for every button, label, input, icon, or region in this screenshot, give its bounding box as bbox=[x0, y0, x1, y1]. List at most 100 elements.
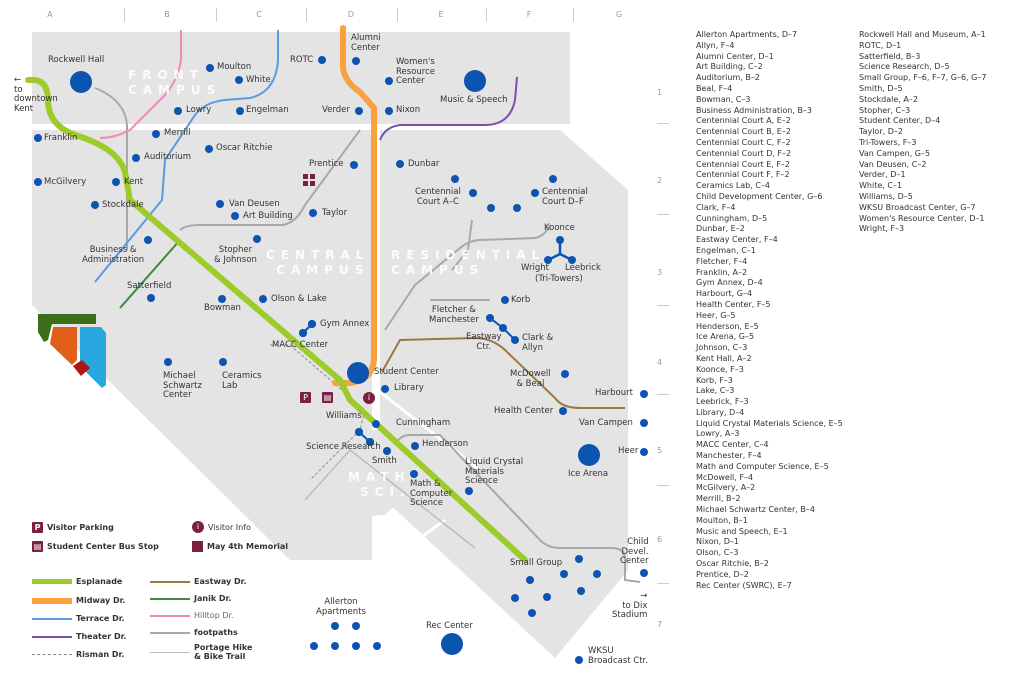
label-taylor[interactable]: Taylor bbox=[322, 208, 348, 218]
index-entry[interactable]: Women's Resource Center, D–1 bbox=[859, 213, 985, 223]
building-marker-rockwell[interactable] bbox=[70, 71, 92, 93]
label-williams[interactable]: Williams bbox=[326, 411, 362, 421]
building-marker-mcdowell[interactable] bbox=[561, 370, 569, 378]
label-korb[interactable]: Korb bbox=[511, 295, 531, 305]
building-marker-mcgilvery[interactable] bbox=[34, 178, 42, 186]
label-bowman[interactable]: Bowman bbox=[204, 303, 241, 313]
label-gym-annex[interactable]: Gym Annex bbox=[320, 319, 370, 329]
may-4th-memorial-icon[interactable] bbox=[303, 174, 315, 186]
label-small-group[interactable]: Small Group bbox=[510, 558, 563, 568]
index-entry[interactable]: Auditorium, B–2 bbox=[696, 73, 760, 83]
building-marker-child[interactable] bbox=[640, 569, 648, 577]
building-marker-library[interactable] bbox=[381, 385, 389, 393]
index-entry[interactable]: Allyn, F–4 bbox=[696, 40, 735, 50]
index-entry[interactable]: Leebrick, F–3 bbox=[696, 397, 749, 407]
index-entry[interactable]: McGilvery, A–2 bbox=[696, 483, 756, 493]
label-heer[interactable]: Heer bbox=[618, 446, 639, 456]
building-marker-oscar[interactable] bbox=[205, 145, 213, 153]
building-marker-ccac[interactable] bbox=[469, 189, 477, 197]
building-marker-smallgroup[interactable] bbox=[528, 609, 536, 617]
building-marker-verder[interactable] bbox=[355, 107, 363, 115]
label-franklin[interactable]: Franklin bbox=[44, 133, 78, 143]
building-marker-smallgroup[interactable] bbox=[560, 570, 568, 578]
index-entry[interactable]: Science Research, D–5 bbox=[859, 62, 950, 72]
index-entry[interactable]: Centennial Court B, E–2 bbox=[696, 127, 791, 137]
index-entry[interactable]: Centennial Court E, F–2 bbox=[696, 159, 791, 169]
building-marker-science[interactable] bbox=[383, 447, 391, 455]
visitor-info-icon[interactable]: i bbox=[363, 392, 375, 404]
index-entry[interactable]: Satterfield, B–3 bbox=[859, 51, 921, 61]
building-marker-olson[interactable] bbox=[259, 295, 267, 303]
building-marker-bowman[interactable] bbox=[218, 295, 226, 303]
building-marker-macc[interactable] bbox=[299, 329, 307, 337]
building-marker-smallgroup[interactable] bbox=[543, 593, 551, 601]
building-marker-heer[interactable] bbox=[640, 448, 648, 456]
building-marker-studentcenter[interactable] bbox=[347, 362, 369, 384]
index-entry[interactable]: Allerton Apartments, D–7 bbox=[696, 30, 798, 39]
label-health-center[interactable]: Health Center bbox=[494, 406, 554, 416]
index-entry[interactable]: Olson, C–3 bbox=[696, 548, 739, 558]
building-marker-allerton[interactable] bbox=[352, 642, 360, 650]
index-entry[interactable]: Stopher, C–3 bbox=[859, 105, 911, 115]
index-entry[interactable]: Kent Hall, A–2 bbox=[696, 353, 752, 363]
label-rec-center[interactable]: Rec Center bbox=[426, 621, 473, 631]
building-marker-prentice[interactable] bbox=[350, 161, 358, 169]
label-dunbar[interactable]: Dunbar bbox=[408, 159, 440, 169]
visitor-parking-icon[interactable]: P bbox=[300, 392, 311, 403]
index-entry[interactable]: Johnson, C–3 bbox=[696, 343, 748, 353]
building-marker-white[interactable] bbox=[235, 76, 243, 84]
index-entry[interactable]: Math and Computer Science, E–5 bbox=[696, 461, 829, 471]
label-library[interactable]: Library bbox=[394, 383, 424, 393]
building-marker-cunningham[interactable] bbox=[372, 420, 380, 428]
label-stockdale[interactable]: Stockdale bbox=[102, 200, 144, 210]
index-entry[interactable]: ROTC, D–1 bbox=[859, 40, 902, 50]
label-van-deusen[interactable]: Van Deusen bbox=[229, 199, 280, 209]
index-entry[interactable]: Lowry, A–3 bbox=[696, 429, 740, 439]
label-satterfield[interactable]: Satterfield bbox=[127, 281, 172, 291]
index-entry[interactable]: Manchester, F–4 bbox=[696, 451, 762, 461]
building-marker-icearena[interactable] bbox=[578, 444, 600, 466]
building-marker-ccac[interactable] bbox=[451, 175, 459, 183]
building-marker-health[interactable] bbox=[559, 407, 567, 415]
label-verder[interactable]: Verder bbox=[322, 105, 350, 115]
building-marker-harbourt[interactable] bbox=[640, 390, 648, 398]
building-marker-mathcs[interactable] bbox=[410, 470, 418, 478]
building-marker-womens[interactable] bbox=[385, 77, 393, 85]
index-entry[interactable]: Cunningham, D–5 bbox=[696, 213, 768, 223]
index-entry[interactable]: Fletcher, F–4 bbox=[696, 256, 748, 266]
building-marker-allerton[interactable] bbox=[331, 642, 339, 650]
index-entry[interactable]: Child Development Center, G–6 bbox=[696, 191, 823, 201]
building-marker-henderson[interactable] bbox=[411, 442, 419, 450]
label-van-campen[interactable]: Van Campen bbox=[579, 418, 633, 428]
index-entry[interactable]: Dunbar, E–2 bbox=[696, 224, 745, 234]
index-entry[interactable]: Williams, D–5 bbox=[859, 191, 913, 201]
index-entry[interactable]: MACC Center, C–4 bbox=[696, 440, 769, 450]
building-marker-smallgroup[interactable] bbox=[593, 570, 601, 578]
label-rotc[interactable]: ROTC bbox=[290, 55, 314, 65]
building-marker-music[interactable] bbox=[464, 70, 486, 92]
fletcher-clark-cluster-node[interactable] bbox=[499, 324, 507, 332]
index-entry[interactable]: Stockdale, A–2 bbox=[859, 94, 918, 104]
building-marker-ccdf[interactable] bbox=[513, 204, 521, 212]
index-entry[interactable]: Lake, C–3 bbox=[696, 386, 735, 396]
index-entry[interactable]: Franklin, A–2 bbox=[696, 267, 748, 277]
index-entry[interactable]: Clark, F–4 bbox=[696, 202, 736, 212]
label-macc-center[interactable]: MACC Center bbox=[272, 340, 329, 350]
building-marker-schwartz[interactable] bbox=[164, 358, 172, 366]
building-marker-korb[interactable] bbox=[501, 296, 509, 304]
index-entry[interactable]: Verder, D–1 bbox=[859, 170, 906, 180]
index-entry[interactable]: Centennial Court F, F–2 bbox=[696, 170, 790, 180]
index-entry[interactable]: McDowell, F–4 bbox=[696, 472, 754, 482]
index-entry[interactable]: Art Building, C–2 bbox=[696, 62, 763, 72]
building-marker-smallgroup[interactable] bbox=[575, 555, 583, 563]
index-entry[interactable]: Library, D–4 bbox=[696, 407, 745, 417]
label-oscar-ritchie[interactable]: Oscar Ritchie bbox=[216, 143, 273, 153]
building-marker-artbuilding[interactable] bbox=[231, 212, 239, 220]
building-marker-nixon[interactable] bbox=[385, 107, 393, 115]
index-entry[interactable]: Health Center, F–5 bbox=[696, 299, 771, 309]
building-marker-smallgroup[interactable] bbox=[526, 576, 534, 584]
index-entry[interactable]: Rec Center (SWRC), E–7 bbox=[696, 580, 792, 590]
index-entry[interactable]: Prentice, D–2 bbox=[696, 569, 749, 579]
